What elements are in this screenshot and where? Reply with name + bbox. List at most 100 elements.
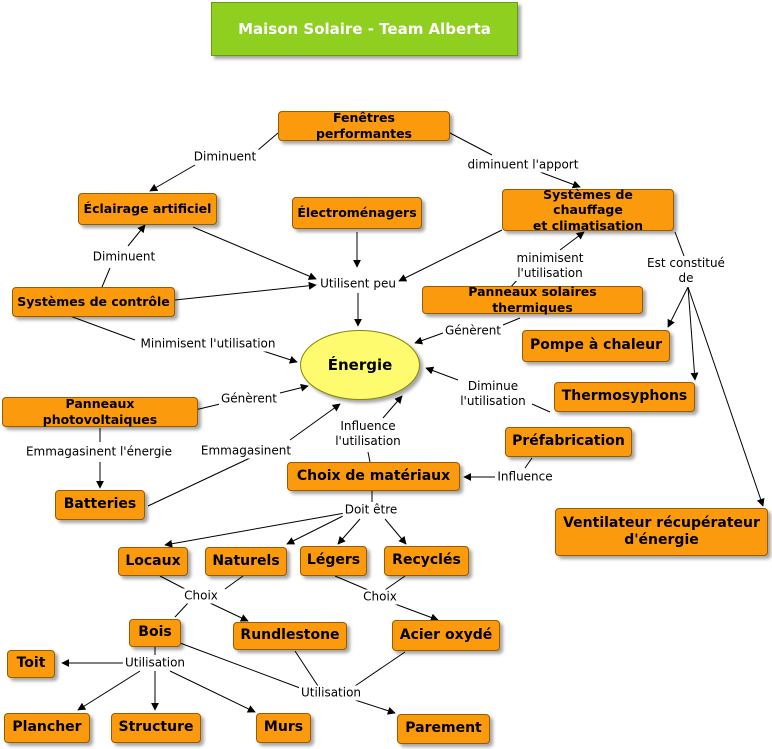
node-label: Électroménagers — [297, 205, 417, 221]
connector — [384, 518, 407, 545]
link-label-emmagasinent-batteries: Emmagasinent — [198, 443, 294, 459]
connector — [294, 650, 319, 687]
node-fenetres[interactable]: Fenêtres performantes — [278, 110, 450, 141]
node-legers[interactable]: Légers — [300, 546, 367, 576]
node-panneaux-thermiques[interactable]: Panneaux solaires thermiques — [422, 284, 643, 315]
node-controle[interactable]: Systèmes de contrôle — [12, 287, 175, 317]
link-label-utilisent-peu: Utilisent peu — [318, 276, 398, 292]
connector — [101, 267, 111, 288]
connector — [289, 403, 341, 441]
connector — [449, 132, 493, 156]
connector — [394, 603, 439, 622]
node-label: Batteries — [63, 496, 137, 513]
node-label: Thermosyphons — [561, 388, 688, 405]
connector — [559, 231, 585, 251]
connector — [169, 670, 256, 713]
node-electromenagers[interactable]: Électroménagers — [292, 197, 422, 229]
node-eclairage[interactable]: Éclairage artificiel — [78, 193, 217, 225]
node-parement[interactable]: Parement — [397, 714, 490, 744]
node-structure[interactable]: Structure — [111, 713, 201, 743]
node-recycles[interactable]: Recyclés — [384, 546, 469, 576]
connector — [531, 403, 551, 413]
connector — [257, 132, 279, 151]
link-label-utilisation-bottom: Utilisation — [298, 685, 364, 701]
node-label: Toit — [16, 655, 46, 672]
link-label-influence-materiaux: Influence l'utilisation — [333, 419, 403, 449]
connector — [147, 457, 251, 507]
node-photovoltaiques[interactable]: Panneaux photovoltaiques — [2, 396, 198, 427]
connector — [367, 451, 371, 463]
link-label-doit-etre: Doit être — [342, 502, 400, 518]
node-thermosyphons[interactable]: Thermosyphons — [554, 382, 695, 412]
node-pompe[interactable]: Pompe à chaleur — [522, 330, 670, 362]
link-label-generent-pv: Génèrent — [218, 391, 280, 407]
link-label-est-constitue: Est constitué de — [645, 256, 727, 286]
connector — [127, 224, 146, 247]
connector — [164, 512, 346, 548]
node-murs[interactable]: Murs — [256, 713, 311, 743]
node-label: Systèmes de chauffage et climatisation — [532, 186, 644, 233]
node-toit[interactable]: Toit — [7, 650, 55, 678]
link-label-diminue-prefab: Diminue l'utilisation — [458, 379, 528, 409]
node-acier[interactable]: Acier oxydé — [392, 620, 500, 651]
connector — [77, 670, 141, 711]
center-node-energie[interactable]: Énergie — [300, 330, 420, 400]
connector — [192, 226, 317, 280]
connector — [425, 366, 459, 381]
node-label: Recyclés — [392, 552, 461, 569]
node-label: Choix de matériaux — [296, 467, 451, 484]
link-label-choix-right: Choix — [361, 589, 399, 605]
connector — [279, 383, 309, 394]
node-label: Panneaux photovoltaiques — [42, 396, 158, 427]
link-label-diminuent-controle: Diminuent — [90, 249, 158, 265]
link-label-minimisent-chauffage: minimisent l'utilisation — [514, 251, 586, 281]
node-plancher[interactable]: Plancher — [4, 713, 90, 743]
node-batteries[interactable]: Batteries — [55, 490, 145, 520]
node-locaux[interactable]: Locaux — [118, 547, 188, 576]
node-label: Préfabrication — [512, 433, 625, 450]
node-label: Fenêtres performantes — [315, 110, 413, 141]
node-label: Parement — [405, 720, 482, 737]
connector — [334, 575, 369, 591]
node-label: Ventilateur récupérateur d'énergie — [563, 514, 760, 549]
node-materiaux[interactable]: Choix de matériaux — [287, 462, 460, 491]
connector — [687, 286, 699, 381]
node-label: Panneaux solaires thermiques — [468, 284, 597, 315]
node-bois[interactable]: Bois — [129, 619, 181, 647]
link-label-emmagasinent-pv: Emmagasinent l'énergie — [23, 444, 175, 460]
connector — [524, 457, 533, 469]
connector — [382, 395, 403, 419]
link-label-utilisation-bois: Utilisation — [122, 655, 188, 671]
node-label: Naturels — [212, 552, 280, 569]
node-chauffage[interactable]: Systèmes de chauffage et climatisation — [502, 186, 674, 233]
node-naturels[interactable]: Naturels — [205, 547, 287, 576]
connector — [384, 575, 406, 591]
node-ventilateur[interactable]: Ventilateur récupérateur d'énergie — [555, 508, 768, 556]
connector — [398, 229, 503, 282]
connector — [502, 317, 521, 326]
connector — [674, 231, 685, 257]
connector — [354, 651, 406, 687]
link-label-diminuent: Diminuent — [191, 149, 259, 165]
node-prefabrication[interactable]: Préfabrication — [505, 427, 632, 457]
connector — [224, 575, 244, 590]
connector — [69, 315, 136, 341]
connector — [174, 281, 317, 301]
node-rundlestone[interactable]: Rundlestone — [233, 622, 347, 650]
node-label: Légers — [306, 552, 361, 569]
node-label: Bois — [138, 624, 172, 641]
link-label-generent-thermiques: Génèrent — [442, 323, 504, 339]
node-label: Murs — [263, 719, 304, 736]
node-label: Plancher — [12, 719, 82, 736]
node-label: Acier oxydé — [399, 626, 493, 643]
connector — [259, 349, 298, 364]
node-label: Éclairage artificiel — [83, 201, 212, 217]
connector — [687, 286, 765, 507]
connector — [667, 286, 689, 328]
connector — [209, 602, 249, 622]
connector — [174, 602, 189, 618]
connector — [194, 403, 221, 411]
link-label-choix-left: Choix — [182, 588, 220, 604]
node-label: Rundlestone — [240, 627, 340, 644]
